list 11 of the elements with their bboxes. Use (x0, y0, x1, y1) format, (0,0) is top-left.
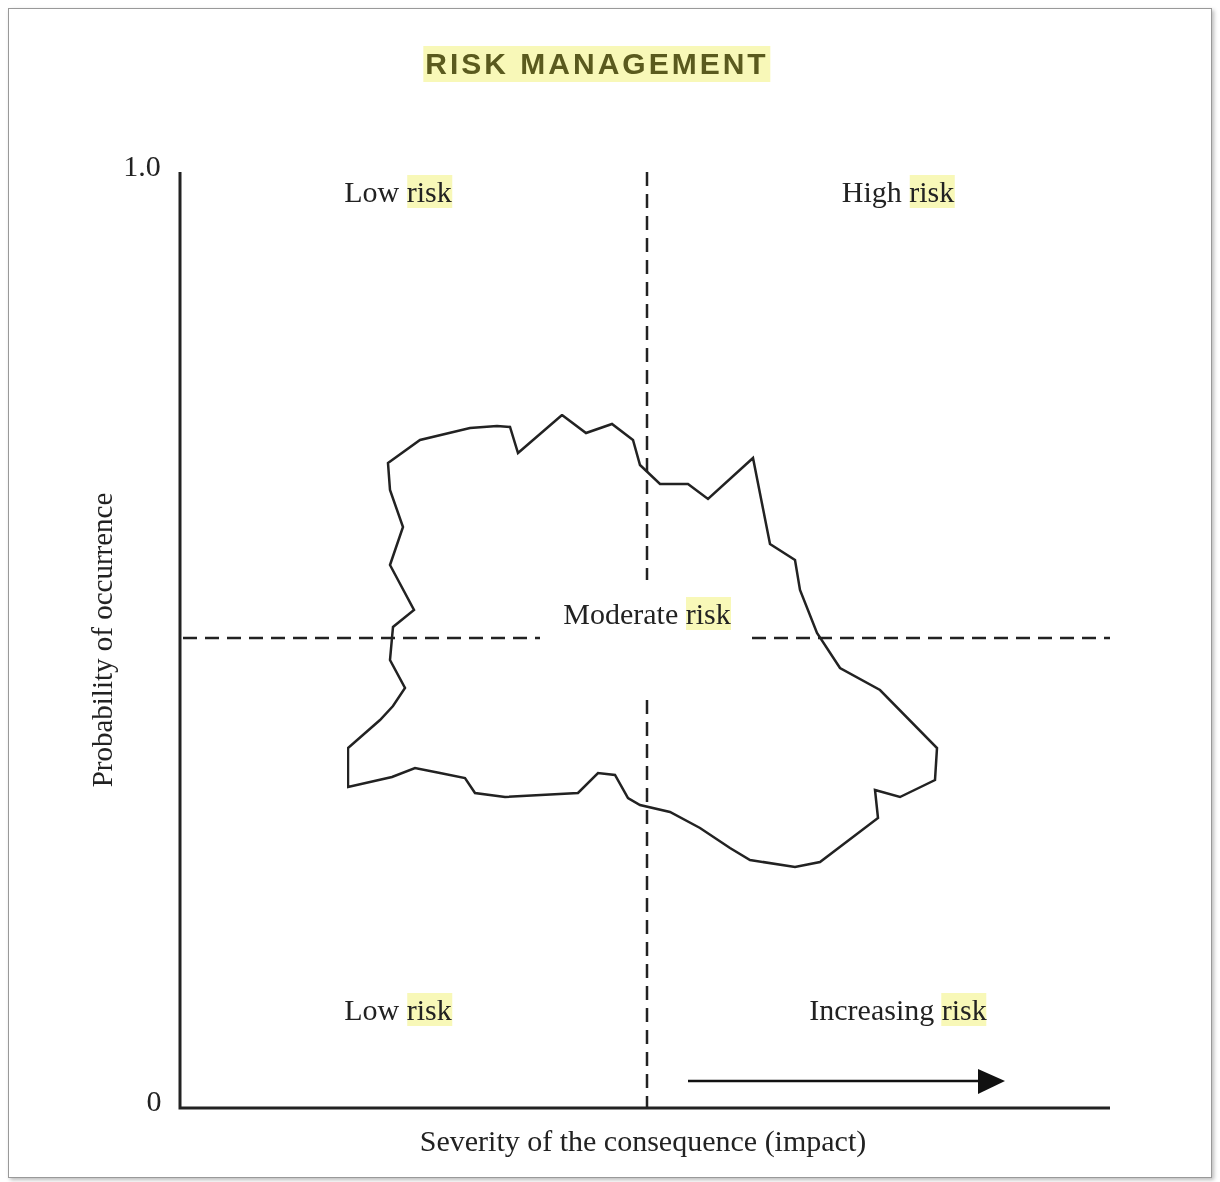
quadrant-label: High risk (841, 174, 955, 210)
quadrant-label: Low risk (344, 992, 452, 1028)
axis-title: Probability of occurrence (85, 492, 119, 788)
quadrant-label: Low risk (344, 174, 452, 210)
risk-region (347, 414, 939, 869)
axis-tick-label: 1.0 (123, 148, 161, 184)
axis-tick-label: 0 (146, 1083, 162, 1119)
quadrant-label: Increasing risk (809, 992, 987, 1028)
title: RISK MANAGEMENT (423, 46, 771, 82)
axis-title: Severity of the consequence (impact) (419, 1123, 867, 1159)
region-label: Moderate risk (562, 596, 732, 632)
